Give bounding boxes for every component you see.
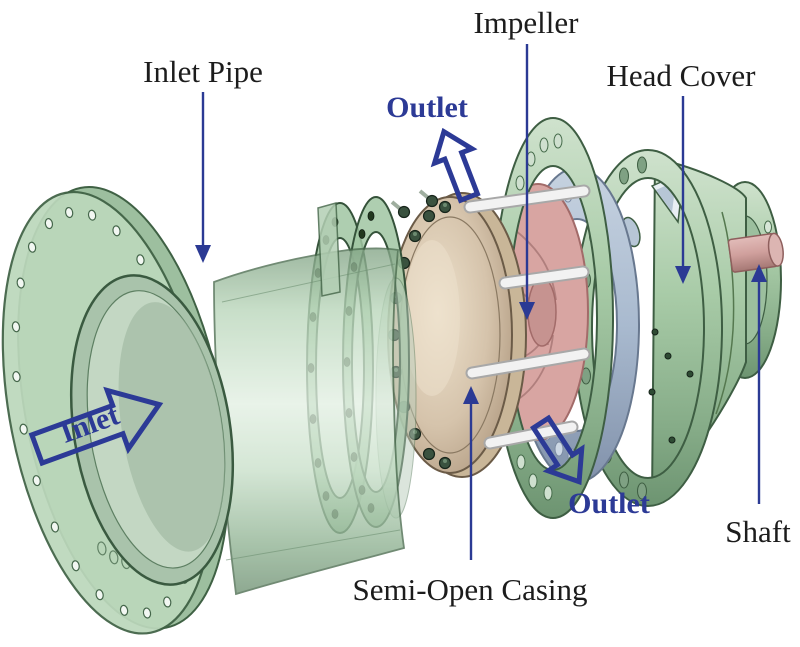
inlet-arrow [28,386,164,467]
leader-shaft-arrowhead [751,264,767,282]
part-labels: Inlet Pipe Impeller Head Cover Shaft Sem… [143,5,791,607]
outlet-flow-label-bottom: Outlet [568,487,650,520]
casing-highlight [404,240,460,396]
pipe-body [213,247,406,596]
casing-back-ring-holes [515,133,563,501]
flow-arrows: Inlet Outlet Outlet [28,91,650,520]
inlet-pipe [213,202,417,596]
outlet-arrow-bottom [529,414,585,486]
leader-inlet-pipe-arrowhead [195,245,211,263]
impeller-hub [527,277,557,347]
label-impeller: Impeller [473,5,579,40]
label-shaft: Shaft [725,514,791,549]
pipe-top-gusset [317,202,341,297]
label-semi-open-casing: Semi-Open Casing [352,572,587,607]
label-inlet-pipe: Inlet Pipe [143,54,263,89]
leader-semi-open-casing-arrowhead [463,386,479,404]
casing-back-ring [492,117,614,519]
outlet-arrow-top [430,127,481,204]
leader-head-cover-arrowhead [675,266,691,284]
head-cover [573,149,782,507]
inlet-bore [69,274,235,586]
pipe-seam [225,529,401,561]
shaft-end-cap [767,232,784,267]
leader-impeller-arrowhead [519,302,535,320]
shaft [727,232,784,273]
casing-top-stud-nuts [390,189,439,219]
annotation-leaders [195,44,767,560]
bore-shadow [118,302,225,552]
pipe-seam [221,263,396,303]
outlet-flow-label-top: Outlet [386,91,468,124]
label-head-cover: Head Cover [607,58,757,93]
